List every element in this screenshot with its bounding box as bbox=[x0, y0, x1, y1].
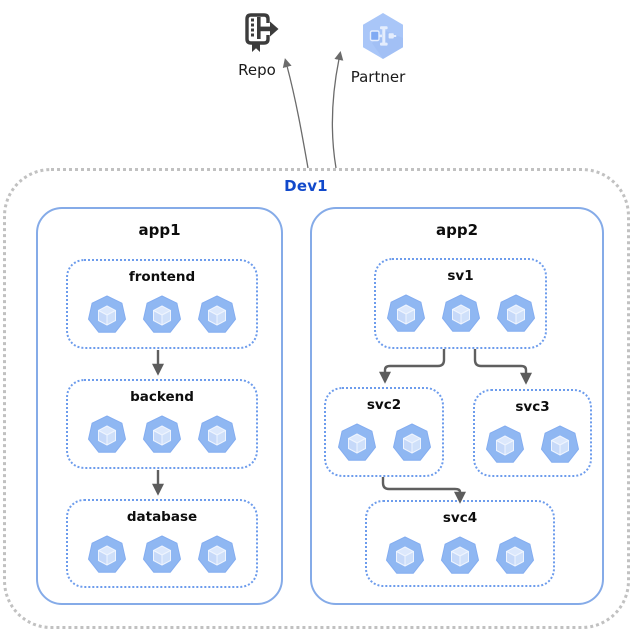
svc4-label: svc4 bbox=[442, 510, 478, 526]
partner-label: Partner bbox=[350, 68, 406, 86]
pod-icon bbox=[88, 535, 126, 573]
backend-pods bbox=[88, 415, 236, 455]
svc3-label: svc3 bbox=[515, 399, 550, 415]
dev1-label: Dev1 bbox=[284, 177, 328, 195]
pod-icon bbox=[441, 536, 479, 574]
svc2-label: svc2 bbox=[366, 397, 402, 413]
edge-dev1-to-repo bbox=[282, 58, 309, 169]
svc2-pods bbox=[337, 423, 431, 463]
pod-icon bbox=[88, 415, 126, 453]
pod-icon bbox=[143, 295, 181, 333]
service-svc3: svc3 bbox=[473, 389, 592, 477]
dev1-boundary bbox=[3, 168, 630, 629]
partner-node: Partner bbox=[345, 12, 411, 86]
service-svc2: svc2 bbox=[324, 387, 444, 477]
service-frontend: frontend bbox=[66, 259, 258, 349]
app1-container: app1 frontend backend database bbox=[36, 207, 283, 605]
app2-label: app2 bbox=[435, 221, 479, 239]
service-svc4: svc4 bbox=[365, 500, 555, 587]
partner-interconnect-glyph bbox=[369, 26, 397, 46]
app2-container: app2 sv1 svc2 svc3 svc4 bbox=[310, 207, 604, 605]
edge-dev1-to-partner bbox=[331, 50, 344, 169]
pod-icon bbox=[486, 425, 524, 463]
service-database: database bbox=[66, 499, 258, 588]
frontend-pods bbox=[88, 295, 236, 335]
app1-label: app1 bbox=[138, 221, 181, 239]
pod-icon bbox=[337, 423, 376, 461]
pod-icon bbox=[496, 536, 534, 574]
pod-icon bbox=[198, 415, 236, 453]
pod-icon bbox=[392, 423, 431, 461]
database-pods bbox=[88, 535, 236, 575]
svc4-pods bbox=[386, 536, 534, 576]
pod-icon bbox=[386, 294, 425, 332]
pod-icon bbox=[198, 295, 236, 333]
partner-interconnect-hexagon-icon bbox=[363, 13, 403, 59]
sv1-pods bbox=[386, 294, 535, 334]
pod-icon bbox=[88, 295, 126, 333]
pod-icon bbox=[198, 535, 236, 573]
pod-icon bbox=[386, 536, 424, 574]
service-backend: backend bbox=[66, 379, 258, 469]
pod-icon bbox=[143, 415, 181, 453]
frontend-label: frontend bbox=[128, 269, 196, 285]
pod-icon bbox=[441, 294, 480, 332]
repo-icon bbox=[245, 13, 279, 52]
repo-node: Repo bbox=[225, 11, 289, 79]
backend-label: backend bbox=[130, 389, 194, 405]
sv1-label: sv1 bbox=[447, 268, 474, 284]
pod-icon bbox=[541, 425, 579, 463]
repo-label: Repo bbox=[238, 61, 276, 79]
database-label: database bbox=[126, 509, 198, 525]
svc3-pods bbox=[486, 425, 579, 465]
service-sv1: sv1 bbox=[374, 258, 547, 349]
pod-icon bbox=[143, 535, 181, 573]
pod-icon bbox=[496, 294, 535, 332]
